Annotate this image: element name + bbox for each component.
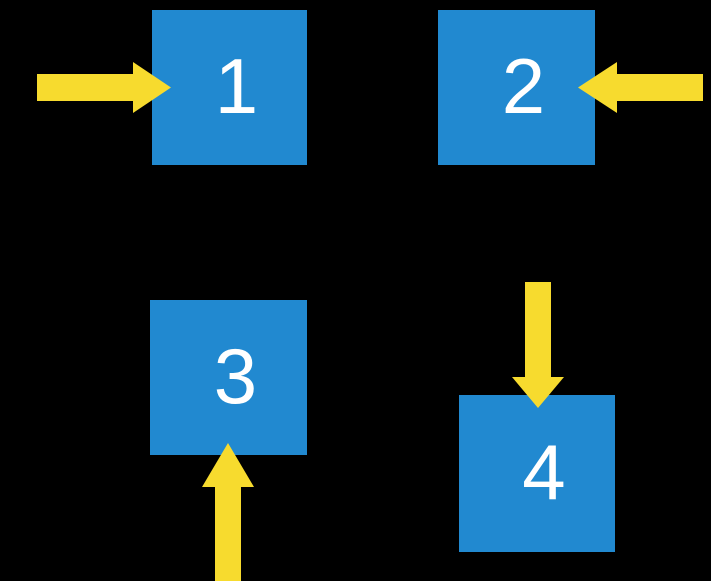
arrow-up-icon <box>202 443 254 581</box>
arrow-up-into-node-3[interactable] <box>202 443 254 581</box>
diagram-node-1-label: 1 <box>214 41 259 130</box>
diagram-node-2[interactable]: 2 <box>438 10 595 165</box>
arrow-right-icon <box>37 62 171 113</box>
diagram-node-3[interactable]: 3 <box>150 300 307 455</box>
diagram-node-4-label: 4 <box>522 427 566 516</box>
diagram-node-1[interactable]: 1 <box>152 10 307 165</box>
arrow-left-icon <box>578 62 703 113</box>
arrow-left-into-node-2[interactable] <box>578 62 703 113</box>
arrow-down-icon <box>512 282 564 408</box>
arrow-down-into-node-4[interactable] <box>512 282 564 408</box>
arrow-right-into-node-1[interactable] <box>37 62 171 113</box>
diagram-node-2-label: 2 <box>501 41 546 130</box>
diagram-node-4[interactable]: 4 <box>459 395 615 552</box>
diagram-node-3-label: 3 <box>213 331 258 420</box>
